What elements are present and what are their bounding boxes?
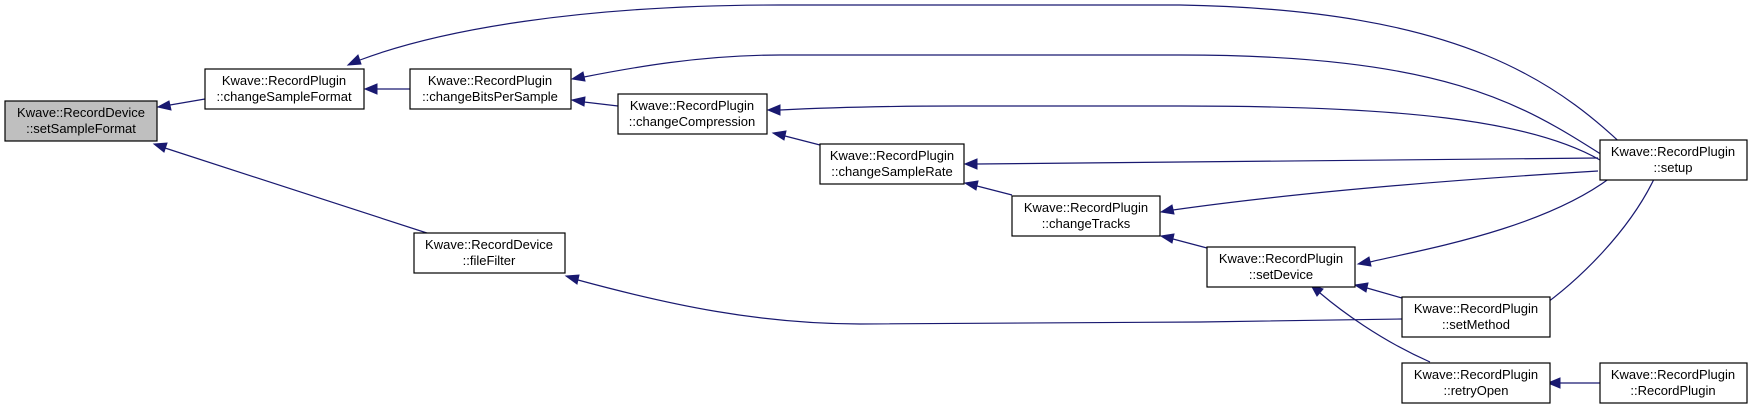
arrowhead (1353, 282, 1369, 293)
edge-retryOpen-to-setDevice (1319, 292, 1431, 363)
node-changeSampleRate-line2: ::changeSampleRate (831, 164, 952, 179)
arrowhead (156, 100, 172, 111)
node-fileFilter-line1: Kwave::RecordDevice (425, 237, 553, 252)
node-root[interactable]: Kwave::RecordDevice ::setSampleFormat (4, 100, 158, 142)
node-setDevice-line2: ::setDevice (1249, 267, 1313, 282)
node-root-line2: ::setSampleFormat (26, 121, 136, 136)
arrowhead (570, 96, 586, 107)
edge-changeSampleRate-to-changeCompression (784, 135, 821, 146)
node-retryOpen[interactable]: Kwave::RecordPlugin ::retryOpen (1401, 362, 1551, 404)
arrowhead (346, 54, 362, 66)
node-changeBitsPerSample-line2: ::changeBitsPerSample (422, 89, 558, 104)
edge-setup-to-changeCompression (779, 105, 1601, 161)
node-setDevice-line1: Kwave::RecordPlugin (1219, 251, 1343, 266)
edge-fileFilter-to-root (164, 147, 431, 235)
arrowhead (766, 104, 781, 116)
arrowhead (1159, 204, 1175, 215)
node-changeSampleFormat-line1: Kwave::RecordPlugin (222, 73, 346, 88)
node-setup[interactable]: Kwave::RecordPlugin ::setup (1599, 139, 1748, 181)
node-setup-line1: Kwave::RecordPlugin (1611, 144, 1735, 159)
arrowhead (363, 83, 378, 95)
edge-setup-to-changeSampleRate (976, 157, 1599, 165)
edge-setup-to-setDevice (1369, 177, 1611, 263)
node-ctor-line2: ::RecordPlugin (1630, 383, 1715, 398)
node-changeTracks-line2: ::changeTracks (1042, 216, 1131, 231)
edge-setup-to-changeTracks (1172, 170, 1599, 211)
arrowhead (963, 158, 978, 170)
node-fileFilter[interactable]: Kwave::RecordDevice ::fileFilter (413, 232, 566, 274)
node-changeSampleFormat[interactable]: Kwave::RecordPlugin ::changeSampleFormat (204, 68, 365, 110)
arrowhead (1159, 233, 1175, 244)
arrowhead (570, 71, 586, 82)
node-root-line1: Kwave::RecordDevice (17, 105, 145, 120)
arrowhead (771, 130, 787, 141)
node-ctor[interactable]: Kwave::RecordPlugin ::RecordPlugin (1599, 362, 1748, 404)
node-retryOpen-line2: ::retryOpen (1443, 383, 1508, 398)
node-changeCompression-line1: Kwave::RecordPlugin (630, 98, 754, 113)
node-changeSampleRate-line1: Kwave::RecordPlugin (830, 148, 954, 163)
arrowhead (152, 142, 168, 153)
node-setMethod-line1: Kwave::RecordPlugin (1414, 301, 1538, 316)
node-changeBitsPerSample[interactable]: Kwave::RecordPlugin ::changeBitsPerSampl… (409, 68, 572, 110)
edge-setup-to-changeBitsPerSample (583, 54, 1616, 164)
edge-changeCompression-to-changeBitsPerSample (583, 101, 619, 107)
node-changeCompression[interactable]: Kwave::RecordPlugin ::changeCompression (617, 93, 768, 135)
node-changeBitsPerSample-line1: Kwave::RecordPlugin (428, 73, 552, 88)
node-retryOpen-line1: Kwave::RecordPlugin (1414, 367, 1538, 382)
edges (152, 4, 1656, 389)
node-changeTracks-line1: Kwave::RecordPlugin (1024, 200, 1148, 215)
node-changeCompression-line2: ::changeCompression (629, 114, 755, 129)
edge-setup-to-changeSampleFormat (359, 4, 1644, 166)
edge-setMethod-to-setDevice (1366, 287, 1403, 299)
node-changeSampleRate[interactable]: Kwave::RecordPlugin ::changeSampleRate (819, 143, 965, 185)
arrowhead (963, 180, 979, 191)
node-fileFilter-line2: ::fileFilter (463, 253, 516, 268)
arrowhead (564, 274, 580, 285)
edge-setDevice-to-changeTracks (1172, 238, 1208, 249)
edge-changeSampleFormat-to-root (169, 98, 206, 106)
node-setDevice[interactable]: Kwave::RecordPlugin ::setDevice (1206, 246, 1356, 288)
arrowhead (1356, 256, 1372, 267)
node-setMethod[interactable]: Kwave::RecordPlugin ::setMethod (1401, 296, 1551, 338)
edge-setMethod-to-fileFilter (577, 279, 1403, 325)
arrowhead (1546, 377, 1561, 389)
node-changeTracks[interactable]: Kwave::RecordPlugin ::changeTracks (1011, 195, 1161, 237)
edge-setMethod-to-setup (1536, 176, 1656, 311)
node-setMethod-line2: ::setMethod (1442, 317, 1510, 332)
edge-changeTracks-to-changeSampleRate (976, 185, 1013, 196)
node-changeSampleFormat-line2: ::changeSampleFormat (216, 89, 352, 104)
node-setup-line2: ::setup (1653, 160, 1692, 175)
node-ctor-line1: Kwave::RecordPlugin (1611, 367, 1735, 382)
